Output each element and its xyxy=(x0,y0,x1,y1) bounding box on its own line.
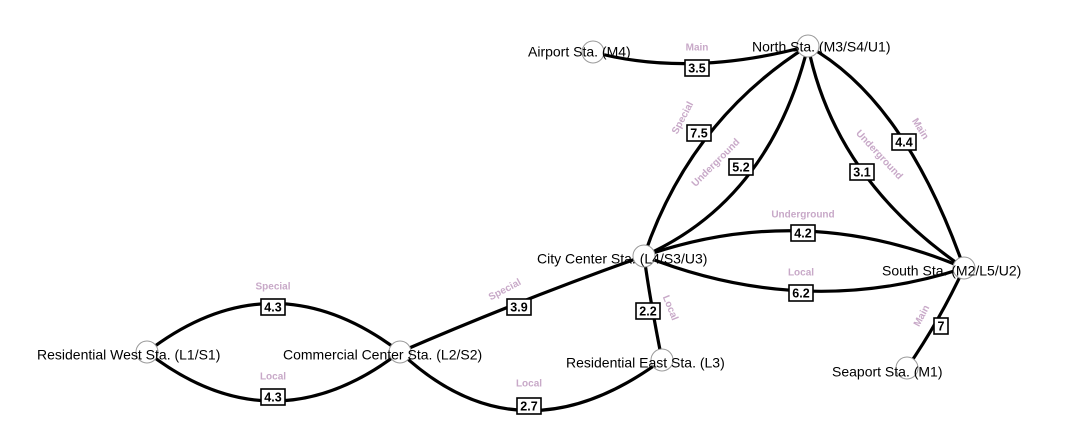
node-seaport-label: Seaport Sta. (M1) xyxy=(832,364,943,380)
edge-city-south-local-labels: Local 6.2 xyxy=(788,268,814,302)
edges-layer xyxy=(145,44,966,413)
edge-north-south-main-weight-box xyxy=(891,133,917,151)
edge-city-south-underground-labels: Underground 4.2 xyxy=(771,210,835,242)
edge-south-seaport-main-weight-box xyxy=(933,317,949,335)
edge-north-city-underground-weight-box xyxy=(728,158,754,176)
node-north: North Sta. (M3/S4/U1) xyxy=(752,34,891,58)
edge-commercial-reswest-special-weight-box xyxy=(260,298,286,316)
edge-commercial-reswest-local-line-label: Local xyxy=(260,372,286,383)
edge-city-reseast-local-line-label: Local xyxy=(660,294,680,323)
edge-city-south-underground-weight-box xyxy=(790,224,816,242)
edge-commercial-reswest-local-labels: Local 4.3 xyxy=(260,372,286,406)
nodes-layer: Airport Sta. (M4) North Sta. (M3/S4/U1) Ci… xyxy=(37,34,1021,380)
node-south-circle xyxy=(952,256,976,280)
edge-commercial-reseast-local-weight-box xyxy=(516,397,542,415)
node-commercial-circle xyxy=(388,340,412,364)
node-reswest-label: Residential West Sta. (L1/S1) xyxy=(37,347,220,363)
node-reswest: Residential West Sta. (L1/S1) xyxy=(37,340,220,364)
node-commercial-label: Commercial Center Sta. (L2/S2) xyxy=(283,347,482,363)
edge-commercial-reswest-special-labels: Special 4.3 xyxy=(255,282,291,316)
edge-city-south-underground-weight: 4.2 xyxy=(794,226,811,240)
edge-airport-north-main-weight: 3.5 xyxy=(688,61,705,75)
edge-city-commercial-special-weight: 3.9 xyxy=(510,300,527,314)
edge-commercial-reswest-special-line-label: Special xyxy=(255,282,290,293)
edge-city-south-local-weight-box xyxy=(788,284,814,302)
node-city: City Center Sta. (L4/S3/U3) xyxy=(537,244,707,268)
edge-commercial-reseast-local-labels: Local 2.7 xyxy=(516,379,542,415)
edge-commercial-reswest-local-weight: 4.3 xyxy=(264,390,281,404)
node-seaport: Seaport Sta. (M1) xyxy=(832,356,943,380)
node-airport-label: Airport Sta. (M4) xyxy=(528,44,631,60)
edge-city-commercial-special-weight-box xyxy=(506,298,532,316)
node-reseast: Residential East Sta. (L3) xyxy=(566,348,725,372)
node-north-circle xyxy=(796,34,820,58)
node-south-label: South Sta. (M2/L5/U2) xyxy=(882,263,1021,279)
edge-south-seaport-main-weight: 7 xyxy=(938,319,945,333)
node-north-label: North Sta. (M3/S4/U1) xyxy=(752,39,891,55)
edge-airport-north-main-line-label: Main xyxy=(686,43,709,54)
node-reseast-label: Residential East Sta. (L3) xyxy=(566,355,725,371)
node-reseast-circle xyxy=(650,348,674,372)
edge-city-reseast-local-weight-box xyxy=(635,302,661,320)
edge-city-south-underground-line-label: Underground xyxy=(771,210,834,221)
node-city-circle xyxy=(632,244,656,268)
edge-commercial-reseast-local-line-label: Local xyxy=(516,379,542,390)
edge-city-reseast-local-labels: Local 2.2 xyxy=(635,294,680,323)
edge-north-city-underground-weight: 5.2 xyxy=(732,160,749,174)
edge-airport-north-main-labels: Main 3.5 xyxy=(684,43,710,77)
edge-north-south-main xyxy=(806,44,966,270)
node-airport: Airport Sta. (M4) xyxy=(528,40,631,64)
edge-airport-north-main-weight-box xyxy=(684,59,710,77)
edge-north-city-special-weight-box xyxy=(686,124,712,142)
edge-city-south-local-weight: 6.2 xyxy=(792,286,809,300)
edge-commercial-reswest-local-weight-box xyxy=(260,388,286,406)
edge-north-south-main-weight: 4.4 xyxy=(895,135,912,149)
node-reswest-circle xyxy=(135,340,159,364)
edge-city-reseast-local-weight: 2.2 xyxy=(639,304,656,318)
edge-city-south-local-line-label: Local xyxy=(788,268,814,279)
node-airport-circle xyxy=(581,40,605,64)
edge-north-city-special-weight: 7.5 xyxy=(690,126,707,140)
edge-commercial-reswest-special-weight: 4.3 xyxy=(264,300,281,314)
node-commercial: Commercial Center Sta. (L2/S2) xyxy=(283,340,482,364)
node-south: South Sta. (M2/L5/U2) xyxy=(882,256,1021,280)
edge-south-seaport-main-line-label: Main xyxy=(912,303,932,328)
edge-north-south-underground-weight-box xyxy=(849,163,875,181)
edge-north-south-underground-weight: 3.1 xyxy=(853,165,870,179)
edge-commercial-reseast-local-weight: 2.7 xyxy=(520,399,537,413)
node-seaport-circle xyxy=(895,356,919,380)
node-city-label: City Center Sta. (L4/S3/U3) xyxy=(537,251,707,267)
